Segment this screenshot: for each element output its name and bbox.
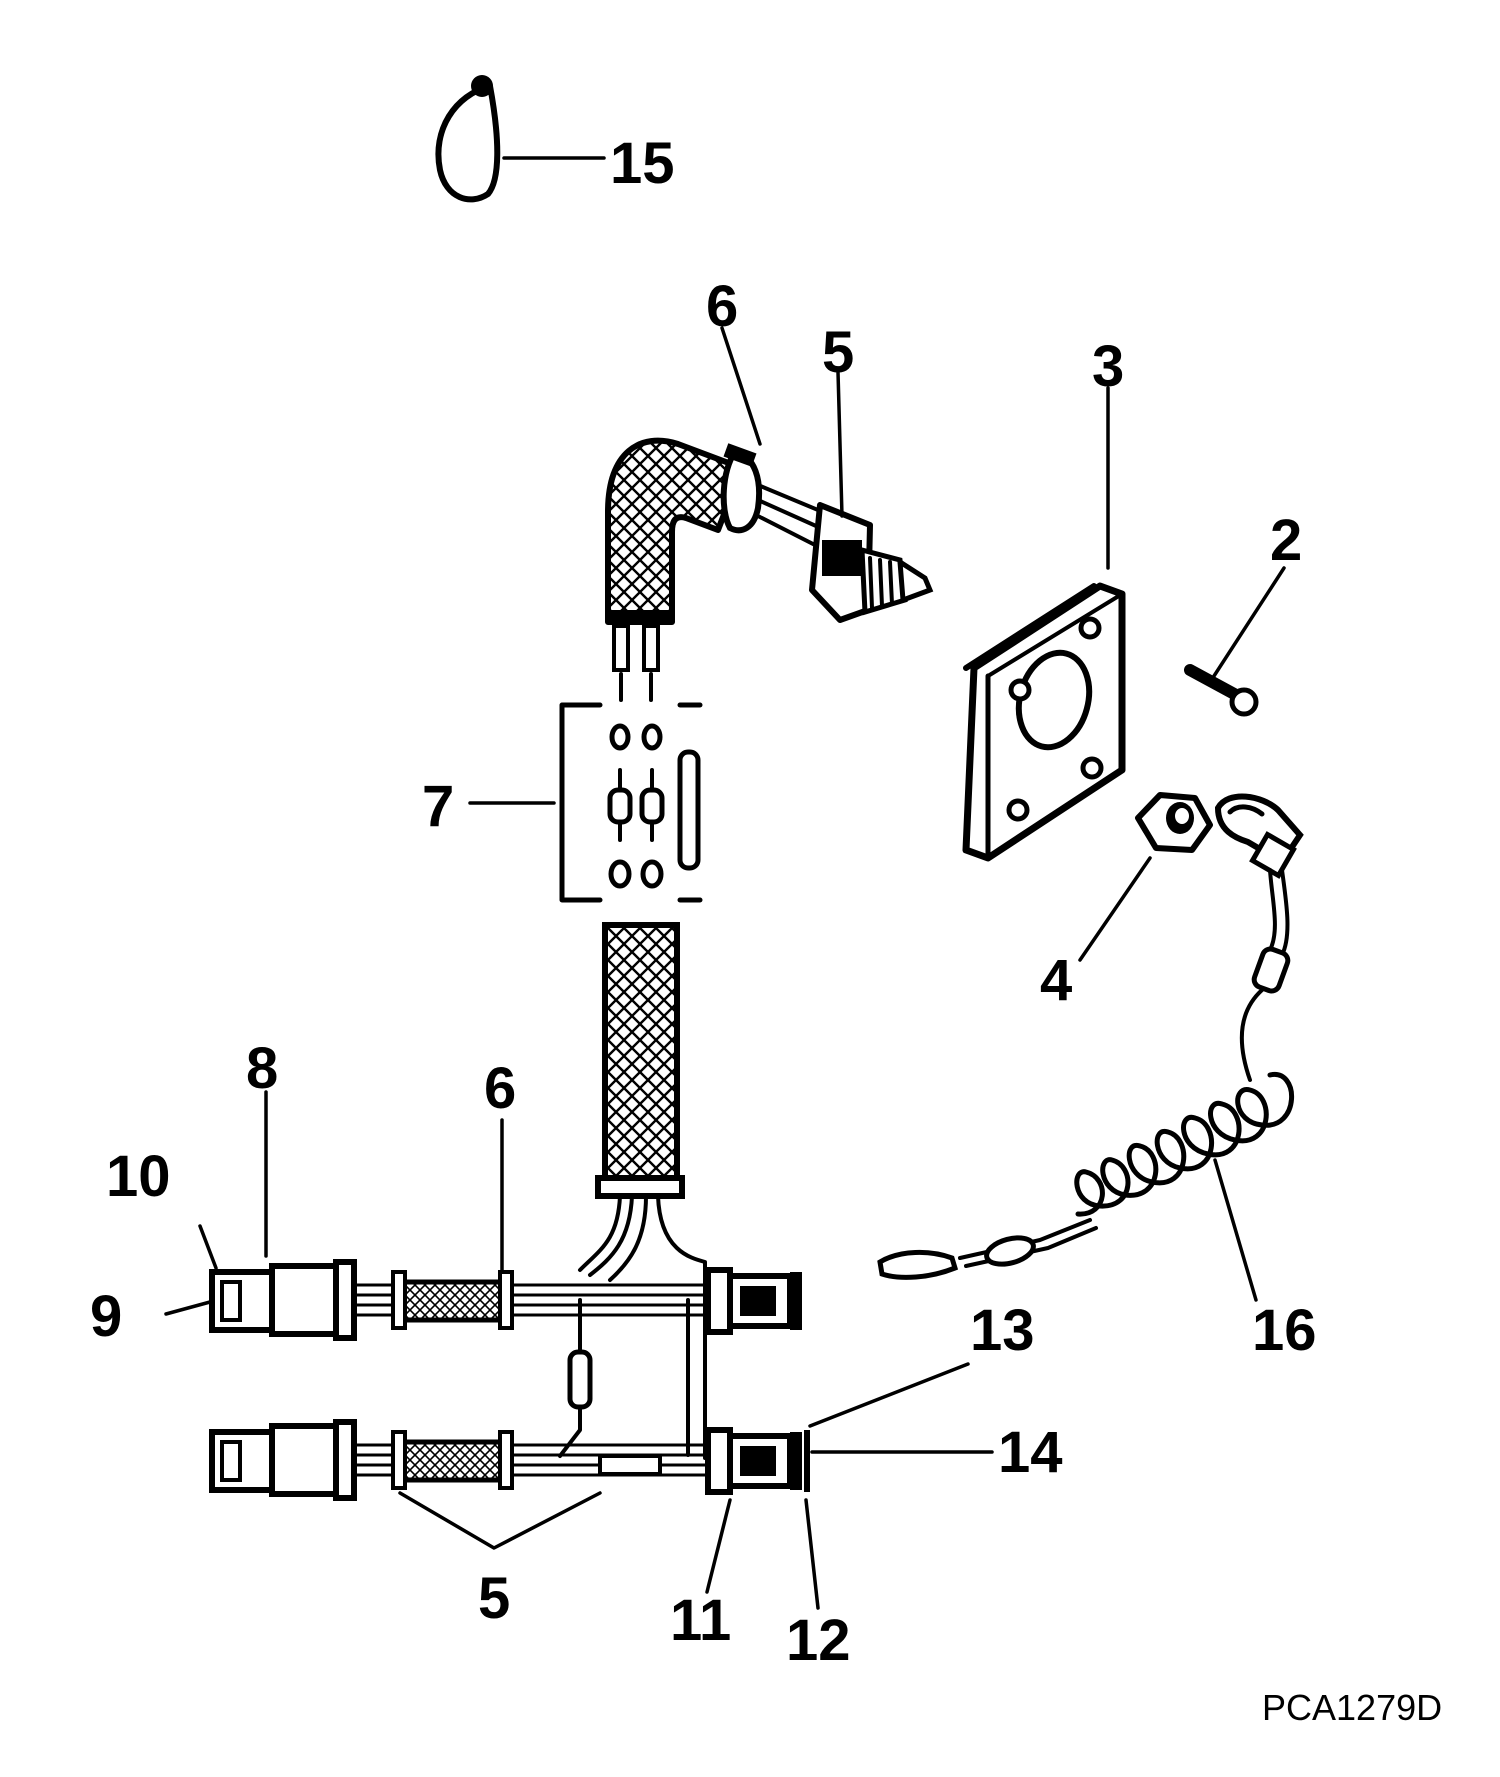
nut <box>1135 792 1213 853</box>
callout-9: 9 <box>90 1284 122 1349</box>
callout-15: 15 <box>610 131 675 196</box>
callout-5-top: 5 <box>822 320 854 385</box>
upper-harness <box>605 437 832 702</box>
terminal-kit <box>559 702 703 903</box>
lower-harness-trunk <box>578 922 707 1460</box>
harness-a <box>209 1259 802 1458</box>
figure-code: PCA1279D <box>1262 1687 1442 1728</box>
callout-8: 8 <box>246 1036 278 1101</box>
callout-7: 7 <box>422 774 454 839</box>
screw <box>1184 664 1259 717</box>
callout-5-bottom: 5 <box>478 1566 510 1631</box>
callout-2: 2 <box>1270 508 1302 573</box>
callout-12: 12 <box>786 1608 851 1673</box>
callout-16: 16 <box>1252 1298 1317 1363</box>
stop-switch <box>809 502 934 623</box>
tie-strap <box>435 75 501 203</box>
callout-6-bottom: 6 <box>484 1056 516 1121</box>
lanyard-clip <box>1214 793 1304 1082</box>
coil-cord <box>877 1072 1294 1280</box>
callout-4: 4 <box>1040 948 1072 1013</box>
mounting-plate <box>962 582 1126 862</box>
callouts: 15 6 5 3 2 7 4 8 6 10 9 16 13 14 5 11 12… <box>90 131 1442 1728</box>
callout-14: 14 <box>998 1420 1063 1485</box>
callout-3: 3 <box>1092 334 1124 399</box>
callout-6-top: 6 <box>706 274 738 339</box>
leader-lines <box>164 156 1286 1610</box>
harness-b <box>209 1419 810 1501</box>
callout-13: 13 <box>970 1298 1035 1363</box>
callout-11: 11 <box>670 1588 731 1653</box>
callout-10: 10 <box>106 1144 171 1209</box>
